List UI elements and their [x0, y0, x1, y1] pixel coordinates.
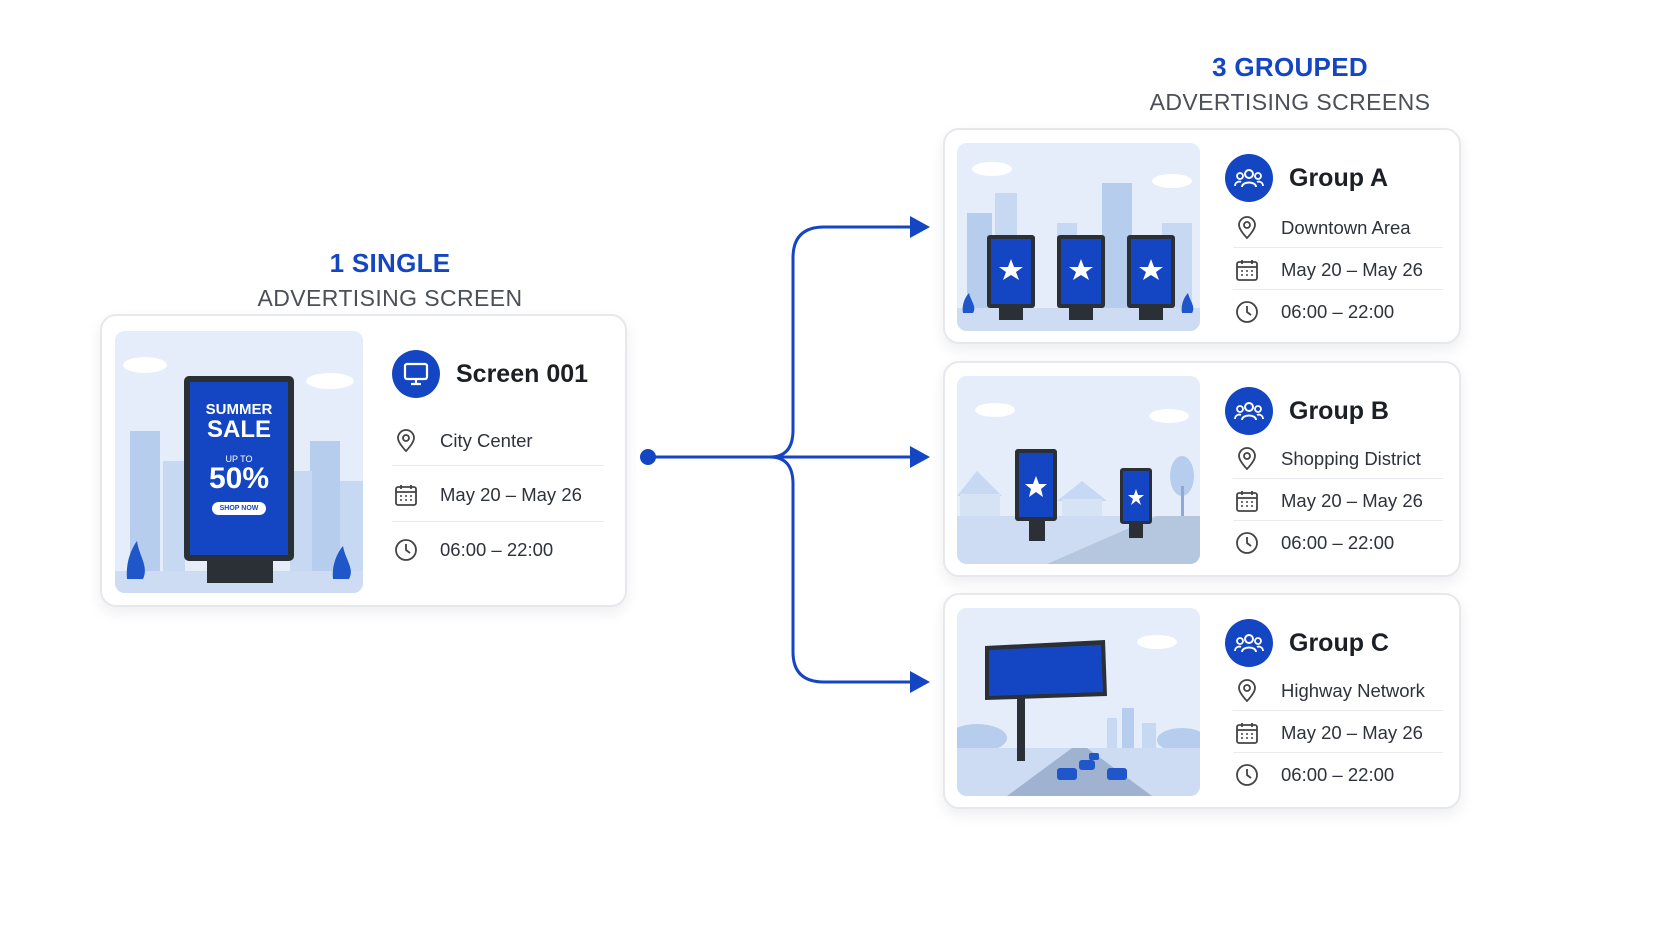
grouped-subtitle: ADVERTISING SCREENS	[1149, 89, 1431, 115]
poster-line3: UP TO	[225, 454, 253, 464]
screen-title: Screen 001	[456, 359, 589, 388]
group-b-dates: May 20 – May 26	[1281, 489, 1423, 511]
screen-location-row: City Center	[392, 416, 604, 466]
arrowhead-c	[910, 671, 930, 693]
location-pin-icon	[1233, 214, 1261, 242]
group-c-title: Group C	[1289, 628, 1389, 657]
suburb-screens-illustration	[957, 376, 1200, 564]
arrowhead-b	[910, 446, 930, 468]
location-pin-icon	[1233, 677, 1261, 705]
screen-thumbnail: SUMMER SALE UP TO 50% SHOP NOW	[115, 331, 363, 593]
poster-line2: SALE	[206, 416, 271, 443]
users-icon	[1225, 154, 1273, 202]
clock-icon	[392, 536, 420, 564]
arrow-to-group-a	[769, 225, 910, 459]
grouped-count-label: 3 GROUPED	[1212, 52, 1368, 82]
screen-location: City Center	[440, 429, 533, 451]
group-a-dates: May 20 – May 26	[1281, 258, 1423, 280]
group-b-location: Shopping District	[1281, 447, 1421, 469]
calendar-icon	[1233, 487, 1261, 515]
group-c-location-row: Highway Network	[1233, 671, 1443, 711]
group-b-thumbnail	[957, 376, 1200, 564]
screen-hours: 06:00 – 22:00	[440, 539, 554, 560]
digital-poster-illustration	[115, 331, 363, 593]
group-card-a[interactable]: Group A Downtown Area May 20 – May 26 06…	[943, 128, 1461, 344]
users-icon	[1225, 619, 1273, 667]
group-c-title-row: Group C	[1225, 619, 1389, 667]
screen-dates-row: May 20 – May 26	[392, 468, 604, 522]
screen-dates: May 20 – May 26	[440, 483, 582, 505]
poster-content: SUMMER SALE UP TO 50% SHOP NOW	[190, 401, 288, 515]
group-a-title-row: Group A	[1225, 154, 1388, 202]
group-c-dates-row: May 20 – May 26	[1233, 713, 1443, 753]
monitor-icon	[392, 350, 440, 398]
group-a-hours-row: 06:00 – 22:00	[1233, 292, 1443, 332]
highway-billboard-illustration	[957, 608, 1200, 796]
group-c-dates: May 20 – May 26	[1281, 721, 1423, 743]
city-screens-illustration	[957, 143, 1200, 331]
group-a-title: Group A	[1289, 163, 1389, 192]
group-c-hours-row: 06:00 – 22:00	[1233, 755, 1443, 795]
group-a-dates-row: May 20 – May 26	[1233, 250, 1443, 290]
single-heading: 1 SINGLE ADVERTISING SCREEN	[200, 248, 580, 312]
screen-title-row: Screen 001	[392, 350, 588, 398]
single-count-label: 1 SINGLE	[329, 248, 451, 278]
location-pin-icon	[1233, 445, 1261, 473]
group-c-location: Highway Network	[1281, 679, 1425, 701]
group-b-hours: 06:00 – 22:00	[1281, 532, 1395, 553]
single-subtitle: ADVERTISING SCREEN	[257, 285, 523, 311]
group-b-title: Group B	[1289, 396, 1389, 425]
group-c-thumbnail	[957, 608, 1200, 796]
poster-line4: 50%	[208, 462, 270, 495]
poster-shop-button: SHOP NOW	[211, 502, 267, 515]
group-a-location: Downtown Area	[1281, 216, 1411, 238]
grouped-heading: 3 GROUPED ADVERTISING SCREENS	[1090, 52, 1490, 116]
calendar-icon	[1233, 256, 1261, 284]
group-a-location-row: Downtown Area	[1233, 208, 1443, 248]
clock-icon	[1233, 761, 1261, 789]
location-pin-icon	[392, 427, 420, 455]
screen-hours-row: 06:00 – 22:00	[392, 524, 604, 576]
clock-icon	[1233, 298, 1261, 326]
group-card-b[interactable]: Group B Shopping District May 20 – May 2…	[943, 361, 1461, 577]
poster-line1: SUMMER	[205, 401, 273, 418]
group-b-title-row: Group B	[1225, 387, 1389, 435]
users-icon	[1225, 387, 1273, 435]
screen-card[interactable]: SUMMER SALE UP TO 50% SHOP NOW Screen 00…	[100, 314, 627, 607]
calendar-icon	[1233, 719, 1261, 747]
calendar-icon	[392, 481, 420, 509]
group-b-location-row: Shopping District	[1233, 439, 1443, 479]
group-b-dates-row: May 20 – May 26	[1233, 481, 1443, 521]
group-card-c[interactable]: Group C Highway Network May 20 – May 26 …	[943, 593, 1461, 809]
group-a-thumbnail	[957, 143, 1200, 331]
group-a-hours: 06:00 – 22:00	[1281, 301, 1395, 322]
group-c-hours: 06:00 – 22:00	[1281, 764, 1395, 785]
clock-icon	[1233, 529, 1261, 557]
group-b-hours-row: 06:00 – 22:00	[1233, 523, 1443, 563]
arrowhead-a	[910, 216, 930, 238]
arrow-to-group-c	[769, 455, 910, 684]
